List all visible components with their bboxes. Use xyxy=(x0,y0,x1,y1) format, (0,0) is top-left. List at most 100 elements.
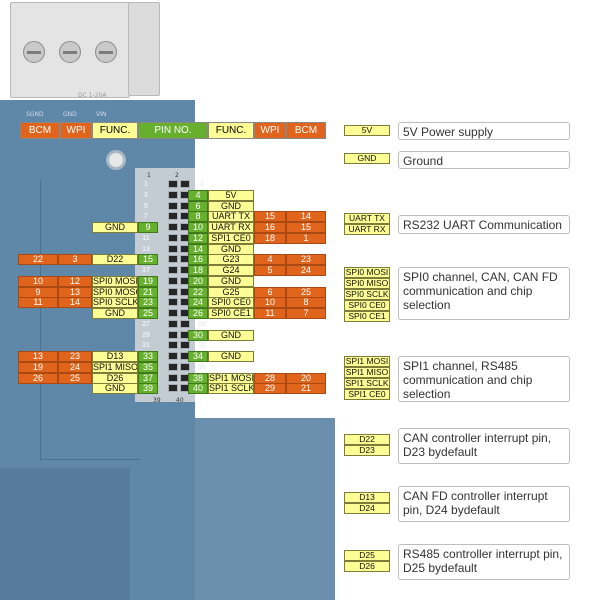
header-pin xyxy=(168,362,178,371)
pin-function-tag: G25 xyxy=(208,286,254,298)
header-silk-label: 2 xyxy=(175,172,179,179)
pin-number-tag: 39 xyxy=(138,383,158,395)
header-pin-number: 17 xyxy=(142,267,150,274)
bcm-tag: 11 xyxy=(18,297,58,309)
pin-number-tag: 26 xyxy=(188,308,208,319)
header-pin-number: 13 xyxy=(142,245,150,253)
header-pin xyxy=(168,298,178,307)
pin-number-tag: 16 xyxy=(188,254,208,266)
legend-tag: SPI1 CE0 xyxy=(344,389,390,400)
legend-tag: UART RX xyxy=(344,224,390,235)
wpi-tag: 25 xyxy=(58,372,92,384)
pin-function-tag: G23 xyxy=(208,254,254,266)
board-inner-edge xyxy=(40,180,140,460)
header-pin xyxy=(168,255,178,264)
silk-gnd: GND xyxy=(63,111,77,118)
wpi-tag: 10 xyxy=(254,297,286,309)
bcm-tag: 25 xyxy=(286,286,326,298)
pin-function-tag: GND xyxy=(208,275,254,287)
header-pin-number: 29 xyxy=(142,331,150,339)
header-pin xyxy=(168,233,178,242)
header-pin xyxy=(180,319,190,328)
bcm-tag: 20 xyxy=(286,372,326,384)
pin-function-tag: GND xyxy=(208,329,254,341)
wpi-tag: 23 xyxy=(58,351,92,362)
header-pin-number: 11 xyxy=(142,234,150,242)
header-pin-no: PIN NO. xyxy=(138,122,208,139)
pin-function-tag: GND xyxy=(92,222,138,233)
legend-tag: 5V xyxy=(344,125,390,136)
pin-function-tag: GND xyxy=(208,243,254,255)
legend-description: RS485 controller interrupt pin, D25 byde… xyxy=(398,544,570,580)
pin-number-tag: 10 xyxy=(188,222,208,233)
pin-number-tag: 14 xyxy=(188,243,208,255)
wpi-tag: 5 xyxy=(254,265,286,276)
header-func-left: FUNC. xyxy=(92,122,138,139)
bcm-tag: 7 xyxy=(286,308,326,319)
pin-number-tag: 22 xyxy=(188,286,208,298)
header-pin-number: 32 xyxy=(198,342,206,350)
header-pin xyxy=(168,212,178,221)
legend-description: Ground xyxy=(398,151,570,169)
bcm-tag: 23 xyxy=(286,254,326,266)
header-func-right: FUNC. xyxy=(208,122,254,139)
header-pin xyxy=(168,190,178,199)
legend-tag: SPI0 CE1 xyxy=(344,311,390,322)
wpi-tag: 28 xyxy=(254,372,286,384)
bcm-tag: 13 xyxy=(18,351,58,362)
terminal-screw xyxy=(59,41,81,63)
wpi-tag: 24 xyxy=(58,361,92,373)
pin-number-tag: 35 xyxy=(138,361,158,373)
legend-tag: GND xyxy=(344,153,390,164)
bcm-tag: 22 xyxy=(18,254,58,266)
header-pin xyxy=(168,244,178,253)
header-pin xyxy=(168,180,178,188)
wpi-tag: 3 xyxy=(58,254,92,266)
wpi-tag: 14 xyxy=(58,297,92,309)
legend-tag: SPI1 MOSI xyxy=(344,356,390,367)
terminal-screw xyxy=(23,41,45,63)
header-pin-number: 3 xyxy=(144,191,148,199)
header-pin xyxy=(168,319,178,328)
header-wpi-right: WPI xyxy=(254,122,286,139)
header-pin xyxy=(168,341,178,350)
pin-number-tag: 9 xyxy=(138,222,158,233)
wpi-tag: 6 xyxy=(254,286,286,298)
wpi-tag: 4 xyxy=(254,254,286,266)
bcm-tag: 9 xyxy=(18,286,58,298)
legend-tag: SPI0 MISO xyxy=(344,278,390,289)
legend-tag: D22 xyxy=(344,434,390,445)
bcm-tag: 21 xyxy=(286,383,326,395)
header-pin xyxy=(180,180,190,188)
legend-description: CAN FD controller interrupt pin, D24 byd… xyxy=(398,486,570,522)
legend-tag: UART TX xyxy=(344,213,390,224)
pin-function-tag: SPI0 CE1 xyxy=(208,308,254,319)
pin-function-tag: SPI1 MOSI xyxy=(208,372,254,384)
legend-description: CAN controller interrupt pin, D23 bydefa… xyxy=(398,428,570,464)
pin-number-tag: 18 xyxy=(188,265,208,276)
mounting-hole xyxy=(106,150,126,170)
pin-number-tag: 40 xyxy=(188,383,208,395)
legend-description: SPI0 channel, CAN, CAN FD communication … xyxy=(398,267,570,320)
pin-number-tag: 6 xyxy=(188,200,208,212)
header-pin xyxy=(180,362,190,371)
pin-function-tag: GND xyxy=(92,383,138,395)
pin-function-tag: GND xyxy=(92,308,138,319)
header-pin xyxy=(168,266,178,274)
wpi-tag: 15 xyxy=(254,211,286,223)
pin-function-tag: GND xyxy=(208,351,254,362)
header-bcm-right: BCM xyxy=(286,122,326,139)
bcm-tag: 14 xyxy=(286,211,326,223)
pin-number-tag: 20 xyxy=(188,275,208,287)
pin-number-tag: 37 xyxy=(138,372,158,384)
pin-number-tag: 38 xyxy=(188,372,208,384)
bcm-tag: 26 xyxy=(18,372,58,384)
wpi-tag: 29 xyxy=(254,383,286,395)
wpi-tag: 13 xyxy=(58,286,92,298)
header-silk-label: 39 xyxy=(153,397,161,404)
header-pin xyxy=(168,309,178,317)
pin-number-tag: 15 xyxy=(138,254,158,266)
header-pin xyxy=(168,373,178,382)
legend-tag: SPI0 CE0 xyxy=(344,300,390,311)
bcm-tag: 8 xyxy=(286,297,326,309)
